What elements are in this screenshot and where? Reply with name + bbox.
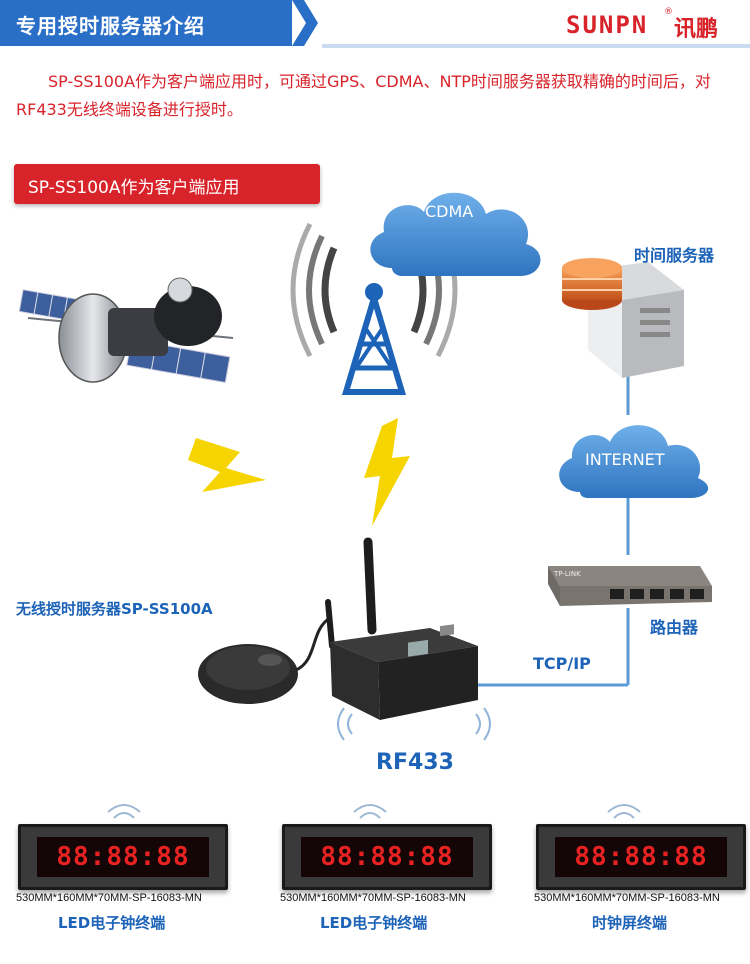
lightning-icon (188, 438, 266, 492)
led-display: 88:88:88 (555, 837, 727, 877)
network-links (474, 362, 630, 687)
panel-caption: 530MM*160MM*70MM-SP-16083-MN (280, 892, 466, 904)
server-icon (562, 258, 684, 378)
led-display: 88:88:88 (37, 837, 209, 877)
time-server-label: 时间服务器 (634, 246, 715, 265)
brand-logo-latin: SUNPN (566, 11, 649, 39)
led-display: 88:88:88 (301, 837, 473, 877)
router-icon (548, 566, 712, 606)
led-clock-panel: 88:88:88 (282, 824, 492, 890)
router-brand: TP-LINK (554, 570, 581, 578)
cloud-internet-label: INTERNET (585, 450, 665, 469)
header-bar (0, 0, 292, 46)
section-tag-label: SP-SS100A作为客户端应用 (28, 178, 240, 198)
brand-registered-mark: ® (664, 7, 673, 17)
chevron-right-icon (292, 0, 318, 46)
terminal-wireless-waves (107, 804, 641, 819)
led-clock-panel: 88:88:88 (18, 824, 228, 890)
wireless-server-device (325, 537, 478, 720)
panel-caption: 530MM*160MM*70MM-SP-16083-MN (16, 892, 202, 904)
panel-caption: 530MM*160MM*70MM-SP-16083-MN (534, 892, 720, 904)
terminal-label: 时钟屏终端 (592, 914, 668, 932)
device-label: 无线授时服务器SP-SS100A (16, 600, 213, 618)
gps-puck-icon (198, 616, 331, 704)
cloud-icon (559, 425, 709, 498)
network-diagram (18, 192, 712, 741)
terminal-label: LED电子钟终端 (58, 914, 166, 932)
header-underline (322, 44, 750, 48)
intro-paragraph: SP-SS100A作为客户端应用时，可通过GPS、CDMA、NTP时间服务器获取… (16, 72, 711, 119)
router-label: 路由器 (650, 618, 699, 637)
wireless-waves-icon (337, 707, 491, 741)
lightning-icon (364, 418, 410, 526)
terminal-label: LED电子钟终端 (320, 914, 428, 932)
satellite-icon (18, 277, 234, 384)
cloud-cdma-label: CDMA (425, 202, 474, 221)
cloud-icon (370, 192, 541, 276)
page-title: 专用授时服务器介绍 (16, 14, 205, 38)
clock-screen-panel: 88:88:88 (536, 824, 746, 890)
radio-label: RF433 (376, 750, 454, 775)
link-label: TCP/IP (533, 654, 591, 673)
brand-logo-cn: 讯鹏 (674, 17, 719, 42)
section-tag (14, 164, 320, 204)
